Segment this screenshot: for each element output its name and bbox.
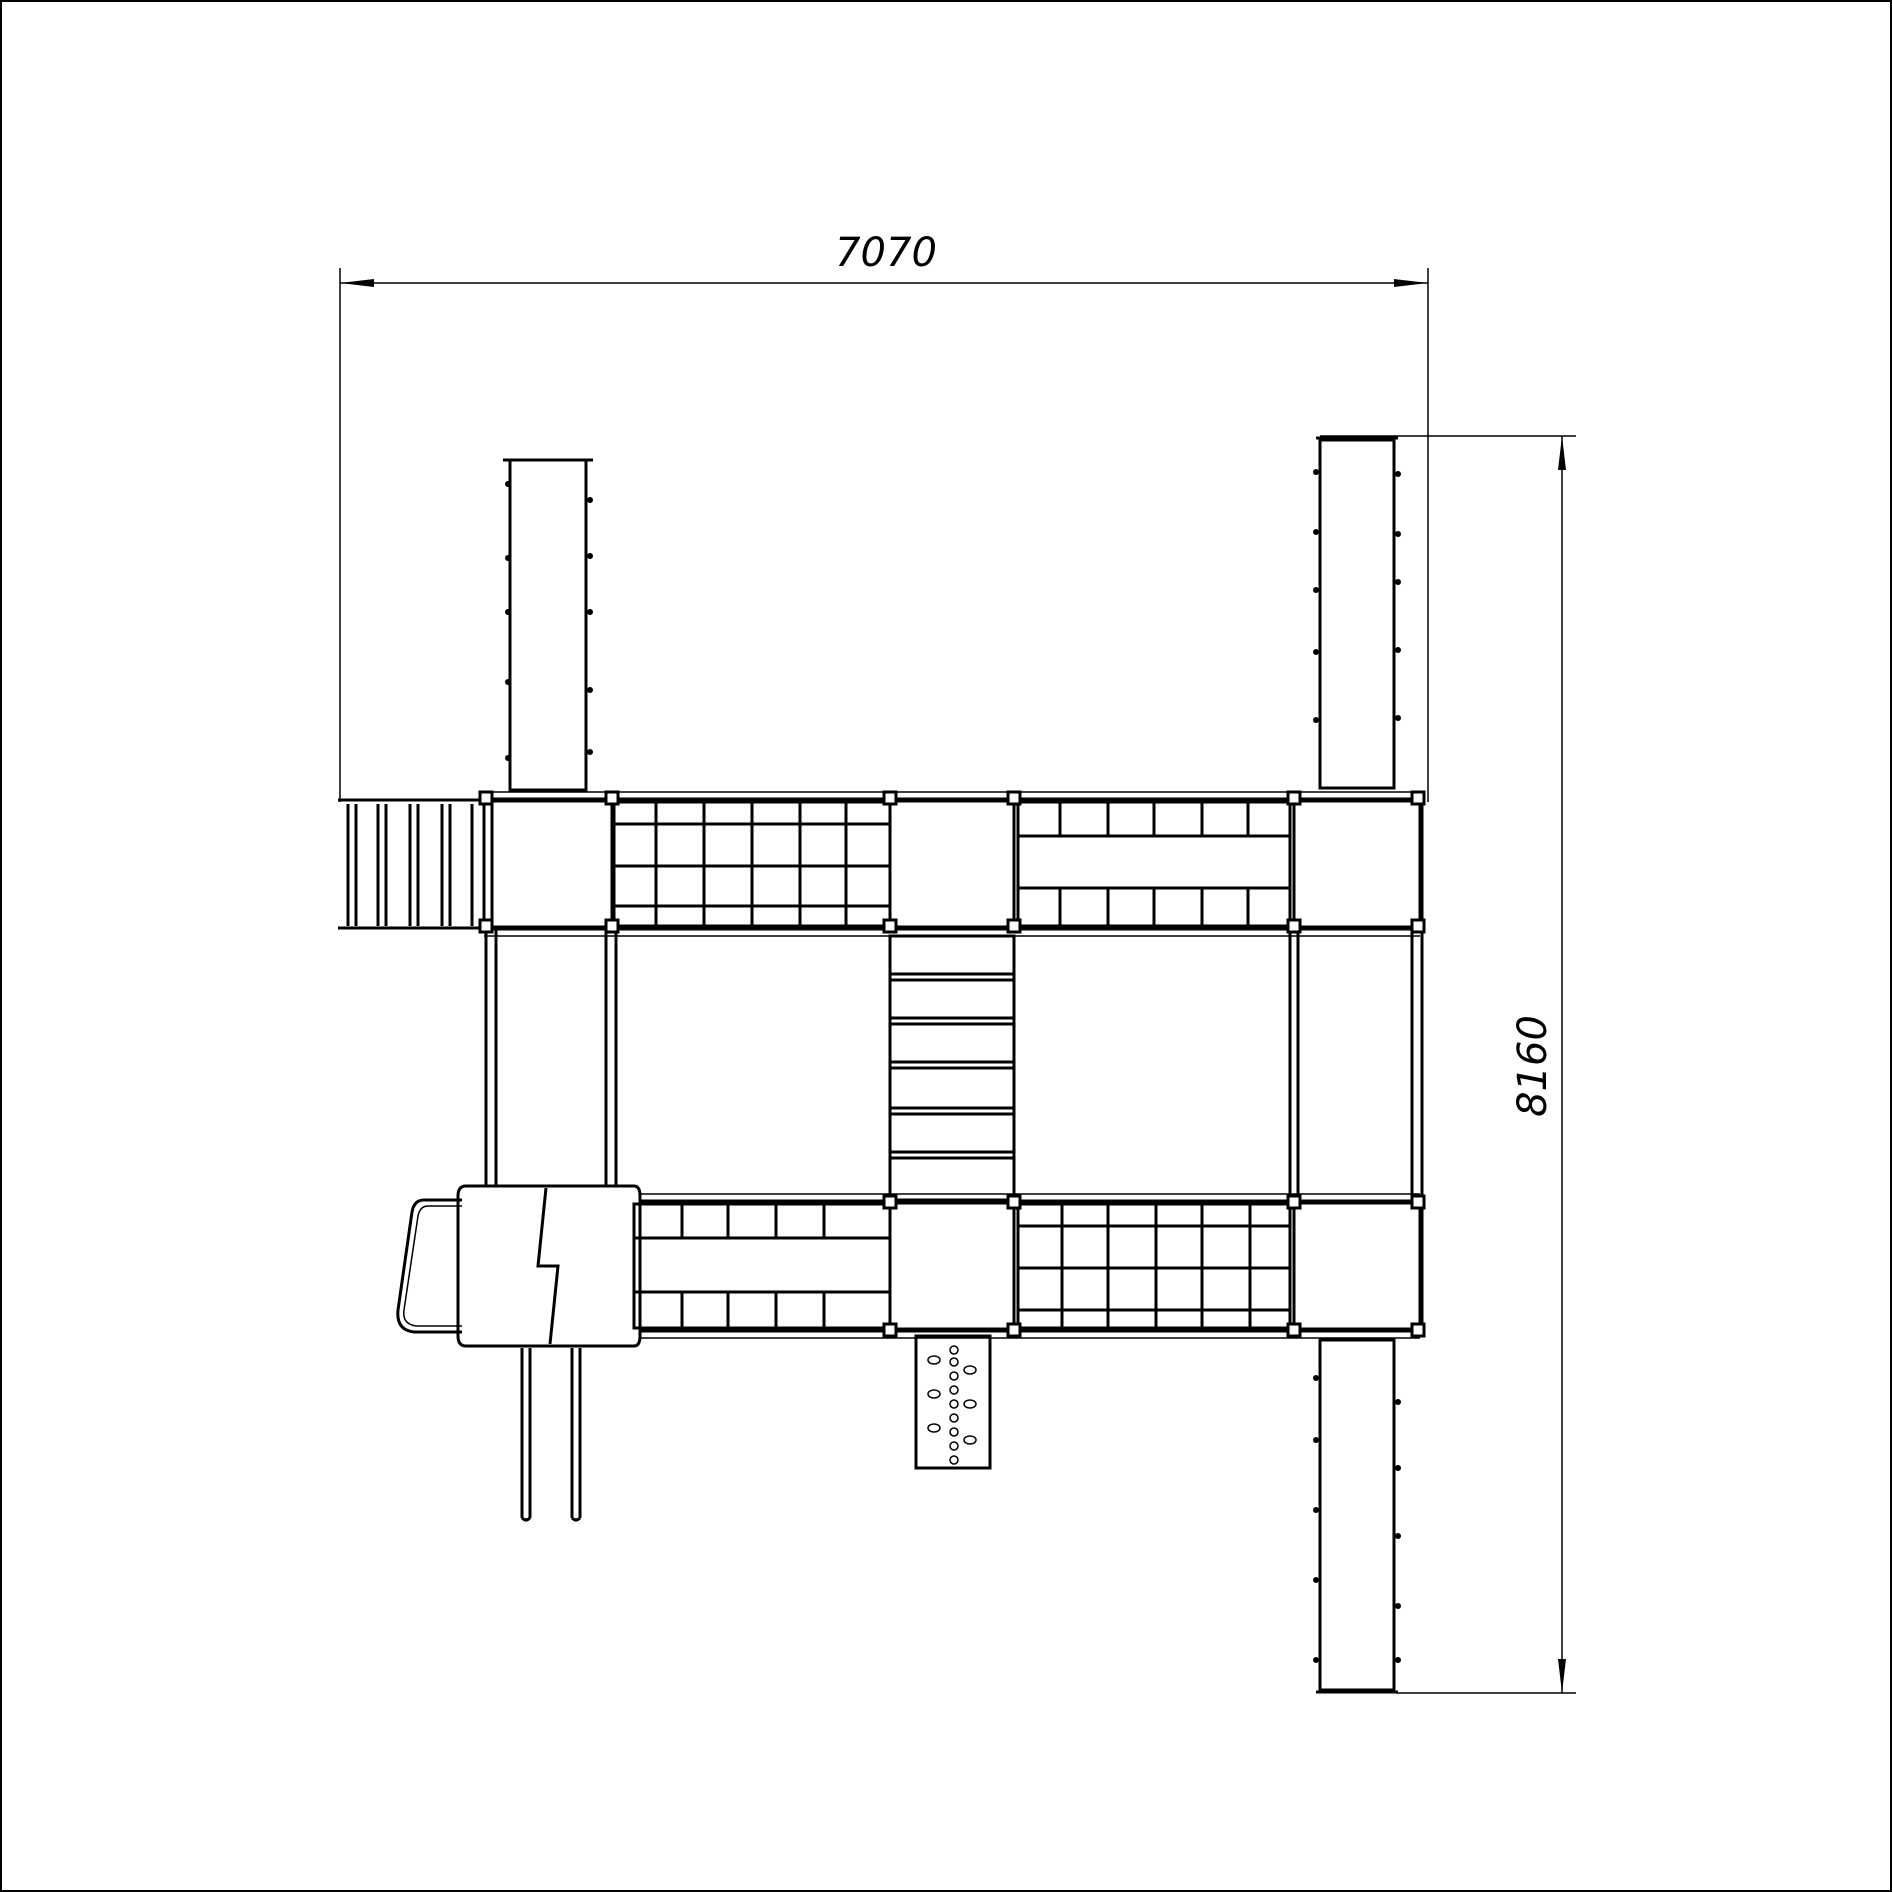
- post: [1286, 1194, 1302, 1210]
- center-platforms: [482, 798, 1422, 1332]
- post: [478, 790, 494, 806]
- post: [604, 790, 620, 806]
- net-upper-left: [612, 800, 892, 928]
- post: [1006, 918, 1022, 934]
- post: [1286, 918, 1302, 934]
- post: [1006, 790, 1022, 806]
- vertical-beams: [482, 800, 1424, 1330]
- post: [1286, 790, 1302, 806]
- ladder-left: [338, 798, 484, 930]
- climbing-wall-bottom-right: [1313, 1338, 1401, 1694]
- width-dimension: 7070: [339, 230, 1429, 802]
- center-ladder: [888, 934, 1016, 1202]
- post: [604, 918, 620, 934]
- post: [1410, 1194, 1426, 1210]
- deck-lower-left: [632, 1202, 892, 1330]
- climbing-wall-top-left: [503, 458, 593, 792]
- post: [1286, 1322, 1302, 1338]
- post: [478, 918, 494, 934]
- slide: [396, 1184, 642, 1522]
- post: [882, 790, 898, 806]
- post: [882, 1194, 898, 1210]
- height-dimension: 8160: [1320, 435, 1576, 1694]
- post: [882, 918, 898, 934]
- post: [1410, 918, 1426, 934]
- net-lower-right: [1016, 1202, 1292, 1330]
- upper-beams: [484, 791, 1420, 937]
- deck-upper-right: [1016, 800, 1292, 928]
- height-dimension-label: 8160: [1510, 1015, 1556, 1117]
- post: [1410, 1322, 1426, 1338]
- climbing-panel-bottom: [914, 1334, 992, 1470]
- posts: [478, 790, 1426, 1338]
- lower-beams: [640, 1193, 1420, 1339]
- climbing-wall-top-right: [1313, 436, 1401, 790]
- post: [1006, 1194, 1022, 1210]
- width-dimension-label: 7070: [835, 230, 937, 276]
- post: [1410, 790, 1426, 806]
- post: [1006, 1322, 1022, 1338]
- post: [882, 1322, 898, 1338]
